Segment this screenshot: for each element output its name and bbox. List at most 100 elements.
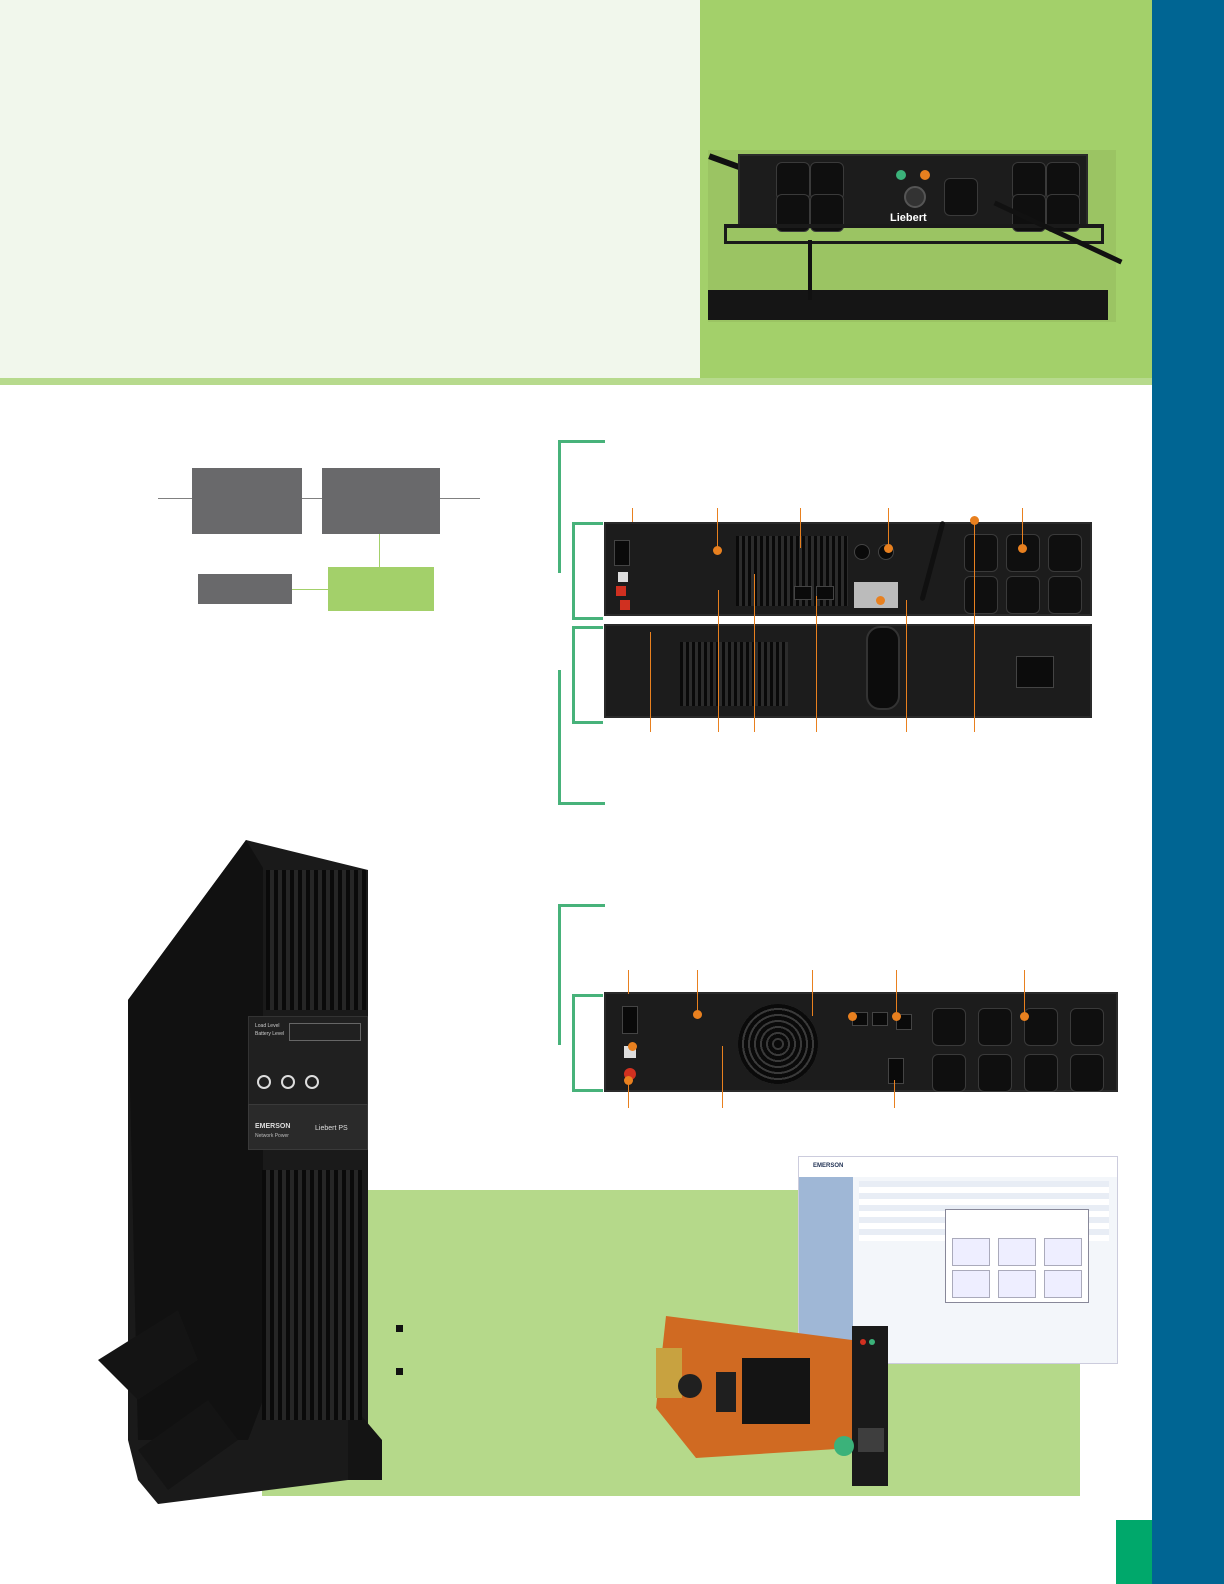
epo-port (854, 544, 870, 560)
bottom-vent-grille (262, 1170, 362, 1420)
battery-handle[interactable] (866, 626, 900, 710)
lcd-line-2: Battery Level (255, 1031, 285, 1037)
callout-line (974, 520, 975, 732)
outer-bracket-bottom (558, 670, 605, 805)
lcd-line-1: Load Level (255, 1023, 280, 1029)
bypass-switch[interactable] (904, 186, 926, 208)
callout-line (906, 600, 907, 732)
output-line (440, 498, 480, 499)
header-divider (0, 378, 1152, 385)
network-port (872, 1012, 888, 1026)
rack-ups-rear-panel (604, 522, 1092, 616)
link-line (302, 498, 322, 499)
callout-dot (876, 596, 885, 605)
diagram-block-1 (192, 468, 302, 534)
gauge-window (945, 1209, 1089, 1303)
fan-guard-icon (738, 1004, 818, 1084)
gauge-icon (1044, 1238, 1082, 1266)
callout-line (632, 508, 633, 522)
info-button-icon[interactable] (305, 1075, 319, 1089)
network-port (794, 586, 812, 600)
rack-ups-2-rear-panel (604, 992, 1118, 1092)
callout-line (697, 970, 698, 1014)
breaker (888, 1058, 904, 1084)
web-interface-screenshot: EMERSON (798, 1156, 1118, 1364)
outlet-icon (810, 162, 844, 200)
sidebar-color-band (1152, 0, 1224, 1584)
emerson-sub: Network Power (255, 1133, 289, 1139)
outlet-icon (978, 1054, 1012, 1092)
callout-line (717, 508, 718, 550)
gauge-icon (952, 1238, 990, 1266)
outlet-icon (1070, 1008, 1104, 1046)
outer-bracket-2 (558, 904, 605, 1045)
lcd-display (289, 1023, 361, 1041)
callout-line (718, 590, 719, 732)
callout-dot (884, 544, 893, 553)
callout-line (722, 1046, 723, 1108)
outlet-icon (1006, 576, 1040, 614)
battery-clip (1016, 656, 1054, 688)
red-indicator-icon (616, 586, 626, 596)
outlet-icon (932, 1054, 966, 1092)
callout-dot (970, 516, 979, 525)
callout-dot (713, 546, 722, 555)
gauge-icon (952, 1270, 990, 1298)
outlet-icon (964, 576, 998, 614)
serial-port (614, 540, 630, 566)
callout-dot (892, 1012, 901, 1021)
callout-line (888, 508, 889, 548)
battery-connector[interactable] (854, 582, 898, 608)
web-header: EMERSON (799, 1157, 1117, 1177)
input-line (158, 498, 194, 499)
outlet-icon (978, 1008, 1012, 1046)
inner-bracket-battery (572, 626, 603, 724)
outlet-icon (1048, 576, 1082, 614)
web-logo: EMERSON (813, 1163, 844, 1169)
outlet-icon (944, 178, 978, 216)
network-card-board (656, 1316, 888, 1486)
network-card-photo (656, 1308, 892, 1490)
inner-bracket-ups (572, 522, 603, 620)
power-button-icon[interactable] (257, 1075, 271, 1089)
liebert-logo: Liebert PS (315, 1125, 348, 1132)
orange-indicator-icon (920, 170, 930, 180)
green-indicator-icon (896, 170, 906, 180)
outlet-icon (1048, 534, 1082, 572)
gauge-icon (1044, 1270, 1082, 1298)
pdu-photo: Liebert (708, 150, 1123, 322)
standby-button-icon[interactable] (281, 1075, 295, 1089)
vertical-arrow-icon (379, 534, 380, 568)
diagram-block-4 (328, 567, 434, 611)
square-bullet-icon (396, 1325, 403, 1332)
pdu-base-strip (708, 290, 1108, 320)
callout-dot (1020, 1012, 1029, 1021)
callout-line (1022, 508, 1023, 548)
control-panel: Load Level Battery Level (248, 1016, 368, 1118)
pdu-logo: Liebert (890, 212, 927, 224)
outlet-icon (964, 534, 998, 572)
square-bullet-icon (396, 1368, 403, 1375)
page-number-tab (1116, 1520, 1152, 1584)
usb-port (618, 572, 628, 582)
callout-dot (1018, 544, 1027, 553)
gauge-icon (998, 1270, 1036, 1298)
pdu-mounting-bracket (724, 224, 1104, 244)
diagram-block-3 (198, 574, 292, 604)
callout-line (800, 508, 801, 548)
inner-bracket-2 (572, 994, 603, 1092)
header-photo-panel: Liebert (700, 0, 1152, 378)
red-indicator-icon (620, 600, 630, 610)
web-sidebar (799, 1177, 853, 1363)
callout-dot (624, 1076, 633, 1085)
serial-port (622, 1006, 638, 1034)
outlet-icon (1046, 162, 1080, 200)
network-port (816, 586, 834, 600)
outlet-icon (932, 1008, 966, 1046)
outlet-icon (1006, 534, 1040, 572)
horizontal-arrow-icon (292, 589, 328, 590)
callout-line (628, 970, 629, 994)
block-diagram (156, 466, 486, 616)
callout-line (628, 1080, 629, 1108)
emerson-logo: EMERSON (255, 1123, 291, 1130)
